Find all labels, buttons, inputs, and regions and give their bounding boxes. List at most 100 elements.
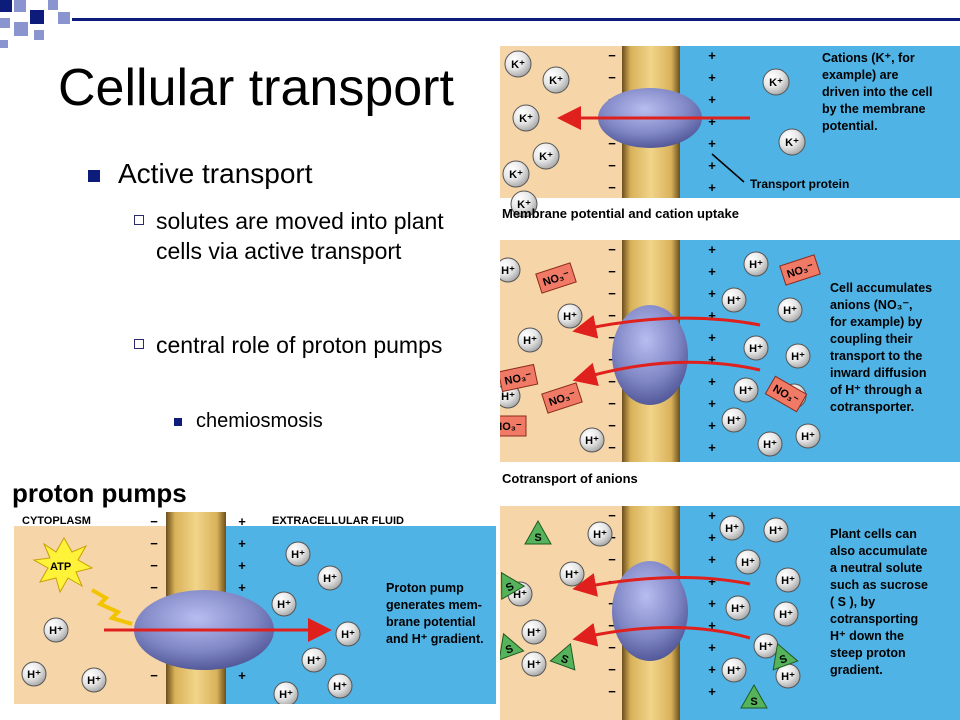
svg-text:H⁺: H⁺	[727, 665, 741, 677]
positive-charge-sign: +	[708, 330, 716, 345]
bullet-text: Active transport	[118, 158, 313, 189]
svg-text:K⁺: K⁺	[549, 75, 563, 87]
hydrogen-ion: H⁺	[721, 407, 747, 433]
corner-square-2	[14, 0, 26, 12]
positive-charge-sign: +	[708, 530, 716, 545]
panel-c-text-line: ( S ), by	[830, 595, 875, 609]
hydrogen-ion: H⁺	[521, 651, 547, 677]
svg-text:H⁺: H⁺	[791, 351, 805, 363]
svg-text:H⁺: H⁺	[739, 385, 753, 397]
positive-charge-sign: +	[708, 92, 716, 107]
hollow-square-bullet-icon	[134, 215, 144, 225]
corner-square-6	[14, 22, 28, 36]
corner-square-9	[0, 40, 8, 48]
panel-a-text-line: Cations (K⁺, for	[822, 51, 915, 65]
svg-text:H⁺: H⁺	[781, 575, 795, 587]
panel-c-text-line: also accumulate	[830, 544, 927, 558]
sucrose-molecule: S	[772, 642, 799, 671]
proton-pump-diagram: CYTOPLASM EXTRACELLULAR FLUID −−−−−−−−++…	[14, 512, 496, 704]
sucrose-molecule: S	[500, 632, 525, 661]
positive-charge-sign: +	[708, 574, 716, 589]
svg-text:H⁺: H⁺	[513, 589, 527, 601]
panel-d-text-line: generates mem-	[386, 598, 482, 612]
positive-charge-sign: +	[708, 684, 716, 699]
hydrogen-ion: H⁺	[725, 595, 751, 621]
corner-square-3	[30, 10, 44, 24]
svg-text:K⁺: K⁺	[785, 137, 799, 149]
potassium-ion: K⁺	[512, 104, 540, 132]
panel-b-text-line: anions (NO₃⁻,	[830, 298, 913, 312]
positive-charge-sign: +	[708, 662, 716, 677]
positive-charge-sign: +	[708, 396, 716, 411]
sucrose-molecule: S	[740, 683, 768, 709]
sub-sub-bullet-text: chemiosmosis	[196, 410, 323, 432]
negative-charge-sign: −	[608, 508, 616, 523]
svg-text:H⁺: H⁺	[727, 415, 741, 427]
sucrose-molecule: S	[524, 519, 552, 545]
panel-a-description: Cations (K⁺, for example) are driven into …	[822, 51, 932, 133]
panel-b-text-line: coupling their	[830, 332, 913, 346]
svg-text:K⁺: K⁺	[769, 77, 783, 89]
panel-b-text-line: inward diffusion	[830, 366, 927, 380]
positive-charge-sign: +	[238, 580, 246, 595]
hydrogen-ion: H⁺	[285, 541, 311, 567]
negative-charge-sign: −	[608, 684, 616, 699]
hydrogen-ion: H⁺	[21, 661, 47, 687]
positive-charge-sign: +	[238, 558, 246, 573]
panel-c-text-line: gradient.	[830, 663, 883, 677]
svg-text:H⁺: H⁺	[563, 311, 577, 323]
svg-text:H⁺: H⁺	[759, 641, 773, 653]
negative-charge-sign: −	[608, 48, 616, 63]
panel-a-text-line: example) are	[822, 68, 898, 82]
hydrogen-ion: H⁺	[795, 423, 821, 449]
panel-a-text-line: potential.	[822, 119, 878, 133]
square-bullet-icon	[174, 418, 182, 426]
svg-text:H⁺: H⁺	[779, 609, 793, 621]
svg-text:H⁺: H⁺	[741, 557, 755, 569]
panel-d-text-line: Proton pump	[386, 581, 464, 595]
svg-text:H⁺: H⁺	[279, 689, 293, 701]
svg-text:H⁺: H⁺	[49, 625, 63, 637]
panel-d-text-line: and H⁺ gradient.	[386, 632, 484, 646]
sucrose-molecule: S	[549, 642, 576, 671]
svg-text:H⁺: H⁺	[323, 573, 337, 585]
sucrose-molecule: S	[500, 571, 526, 601]
negative-charge-sign: −	[150, 580, 158, 595]
hydrogen-ion: H⁺	[43, 617, 69, 643]
svg-text:H⁺: H⁺	[781, 671, 795, 683]
svg-text:S: S	[504, 643, 515, 657]
svg-text:K⁺: K⁺	[511, 59, 525, 71]
hydrogen-ion: H⁺	[317, 565, 343, 591]
svg-text:S: S	[559, 653, 570, 667]
hydrogen-ion: H⁺	[757, 431, 783, 457]
positive-charge-sign: +	[708, 552, 716, 567]
hydrogen-ion: H⁺	[743, 335, 769, 361]
corner-square-4	[48, 0, 58, 10]
svg-text:H⁺: H⁺	[291, 549, 305, 561]
negative-charge-sign: −	[608, 70, 616, 85]
cytoplasm-label: CYTOPLASM	[22, 515, 91, 527]
hydrogen-ion: H⁺	[775, 567, 801, 593]
positive-charge-sign: +	[708, 242, 716, 257]
negative-charge-sign: −	[608, 286, 616, 301]
svg-text:H⁺: H⁺	[87, 675, 101, 687]
hydrogen-ion: H⁺	[327, 673, 353, 699]
positive-charge-sign: +	[708, 158, 716, 173]
negative-charge-sign: −	[150, 536, 158, 551]
panel-a-text-line: driven into the cell	[822, 85, 932, 99]
panel-c-text-line: Plant cells can	[830, 527, 917, 541]
panel-a-caption: Membrane potential and cation uptake	[502, 206, 739, 221]
sub-bullet-text: central role of proton pumps	[156, 332, 443, 358]
corner-square-1	[0, 0, 12, 12]
transport-protein-label: Transport protein	[750, 177, 849, 191]
hydrogen-ion: H⁺	[777, 297, 803, 323]
svg-text:H⁺: H⁺	[769, 525, 783, 537]
svg-text:H⁺: H⁺	[725, 523, 739, 535]
negative-charge-sign: −	[608, 440, 616, 455]
svg-text:H⁺: H⁺	[731, 603, 745, 615]
svg-text:H⁺: H⁺	[527, 627, 541, 639]
svg-text:NO₃⁻: NO₃⁻	[500, 421, 522, 433]
svg-text:H⁺: H⁺	[565, 569, 579, 581]
